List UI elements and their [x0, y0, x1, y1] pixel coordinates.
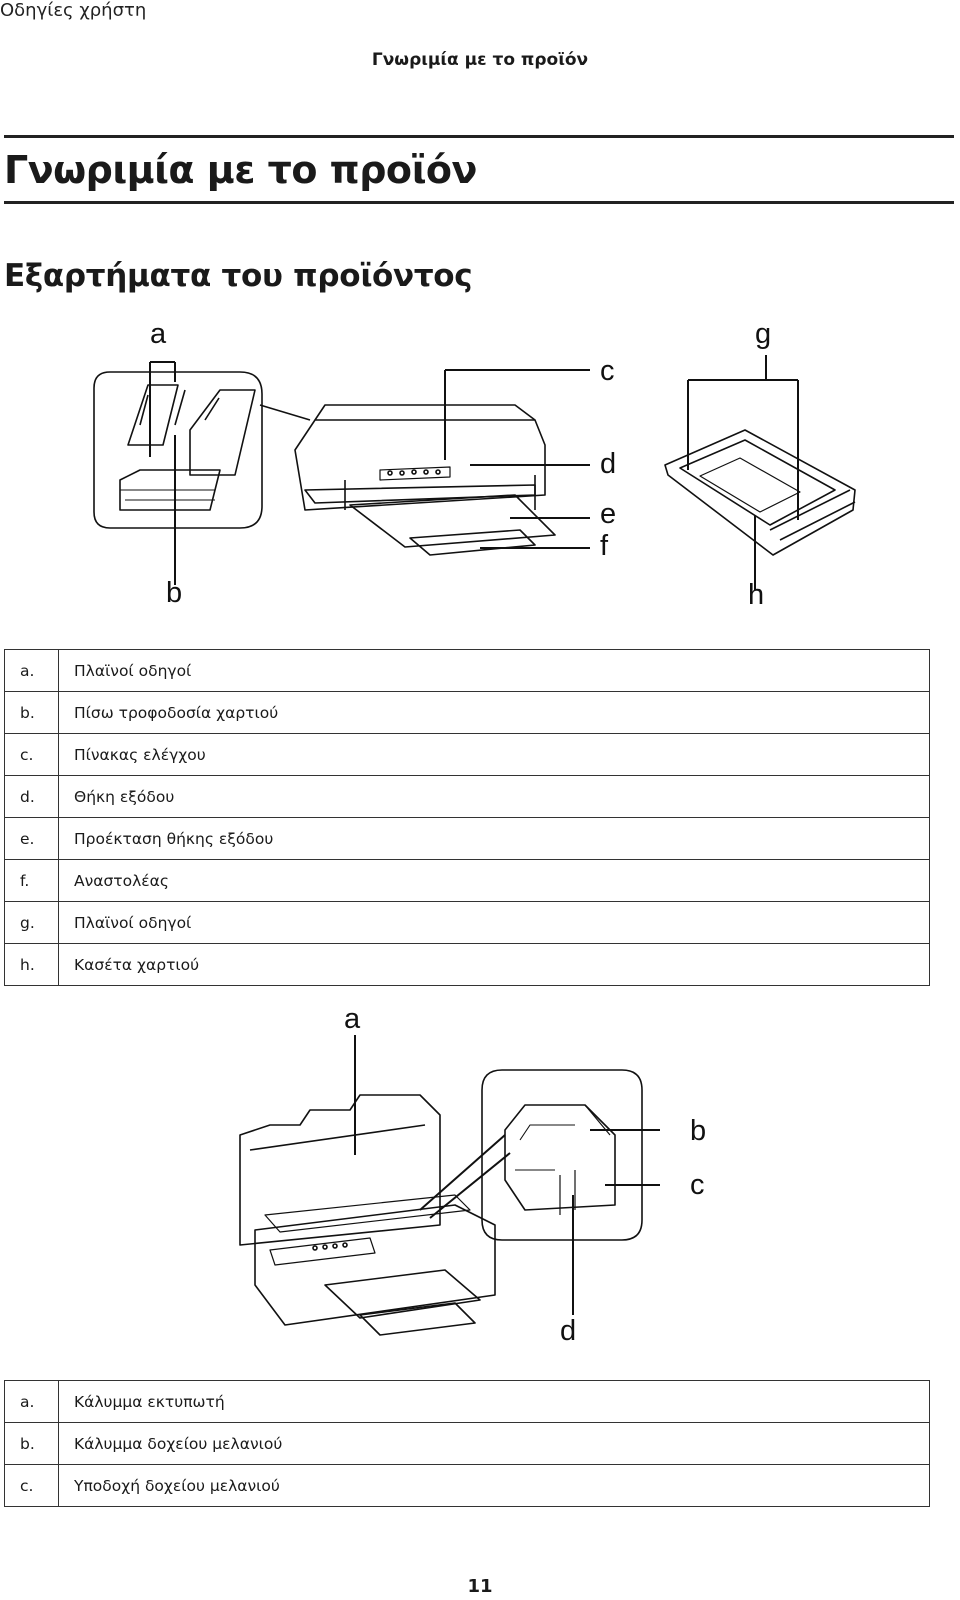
- section-title: Εξαρτήματα του προϊόντος: [4, 258, 473, 294]
- callout-f: f: [600, 530, 609, 562]
- row-value: Πίνακας ελέγχου: [58, 733, 930, 776]
- row-key: d.: [4, 775, 59, 818]
- parts-table-exterior: a.Πλαϊνοί οδηγοί b.Πίσω τροφοδοσία χαρτι…: [4, 649, 930, 986]
- row-key: b.: [4, 691, 59, 734]
- table-row: c.Πίνακας ελέγχου: [4, 733, 930, 776]
- callout-h: h: [748, 579, 764, 611]
- callout-d: d: [600, 448, 616, 480]
- row-value: Θήκη εξόδου: [58, 775, 930, 818]
- row-key: h.: [4, 943, 59, 986]
- callout-c: c: [690, 1169, 705, 1201]
- row-value: Υποδοχή δοχείου μελανιού: [58, 1464, 930, 1507]
- printer-body: [294, 404, 556, 556]
- row-value: Κάλυμμα εκτυπωτή: [58, 1380, 930, 1423]
- row-key: b.: [4, 1422, 59, 1465]
- table-row: b.Κάλυμμα δοχείου μελανιού: [4, 1422, 930, 1465]
- callout-d: d: [560, 1315, 576, 1347]
- paper-cassette: [664, 429, 856, 556]
- title-rule-bottom: [4, 201, 954, 204]
- callout-g: g: [755, 318, 771, 350]
- ink-tank-inset: [481, 1069, 643, 1241]
- row-key: c.: [4, 733, 59, 776]
- table-row: f.Αναστολέας: [4, 859, 930, 902]
- table-row: h.Κασέτα χαρτιού: [4, 943, 930, 986]
- callout-a: a: [150, 318, 167, 350]
- title-rule-top: [4, 135, 954, 138]
- parts-table-ink: a.Κάλυμμα εκτυπωτή b.Κάλυμμα δοχείου μελ…: [4, 1380, 930, 1507]
- row-key: a.: [4, 1380, 59, 1423]
- table-row: c.Υποδοχή δοχείου μελανιού: [4, 1464, 930, 1507]
- row-key: f.: [4, 859, 59, 902]
- printer-open-body: [239, 1094, 496, 1336]
- row-key: a.: [4, 649, 59, 692]
- row-key: g.: [4, 901, 59, 944]
- figure-printer-exterior: a b c d e f g h: [80, 310, 880, 620]
- row-value: Προέκταση θήκης εξόδου: [58, 817, 930, 860]
- running-header: Γνωριμία με το προϊόν: [371, 50, 589, 70]
- table-row: a.Κάλυμμα εκτυπωτή: [4, 1380, 930, 1423]
- row-value: Αναστολέας: [58, 859, 930, 902]
- row-key: c.: [4, 1464, 59, 1507]
- page-number: 11: [467, 1576, 493, 1597]
- callout-b: b: [166, 577, 182, 609]
- table-row: g.Πλαϊνοί οδηγοί: [4, 901, 930, 944]
- rear-feeder-inset: [93, 371, 263, 529]
- callout-c: c: [600, 355, 615, 387]
- row-value: Κασέτα χαρτιού: [58, 943, 930, 986]
- figure1-leaders: [149, 361, 590, 585]
- figure2-leaders: [354, 1035, 660, 1315]
- callout-a: a: [344, 1003, 361, 1035]
- row-key: e.: [4, 817, 59, 860]
- table-row: e.Προέκταση θήκης εξόδου: [4, 817, 930, 860]
- row-value: Πλαϊνοί οδηγοί: [58, 901, 930, 944]
- table-row: b.Πίσω τροφοδοσία χαρτιού: [4, 691, 930, 734]
- callout-b: b: [690, 1115, 706, 1147]
- callout-e: e: [600, 498, 616, 530]
- row-value: Πλαϊνοί οδηγοί: [58, 649, 930, 692]
- document-label: Οδηγίες χρήστη: [0, 0, 147, 21]
- figure1-leaders-right: [687, 355, 799, 590]
- table-row: a.Πλαϊνοί οδηγοί: [4, 649, 930, 692]
- row-value: Κάλυμμα δοχείου μελανιού: [58, 1422, 930, 1465]
- page-title: Γνωριμία με το προϊόν: [4, 148, 477, 192]
- row-value: Πίσω τροφοδοσία χαρτιού: [58, 691, 930, 734]
- figure-printer-open: a b c d: [230, 1000, 750, 1360]
- table-row: d.Θήκη εξόδου: [4, 775, 930, 818]
